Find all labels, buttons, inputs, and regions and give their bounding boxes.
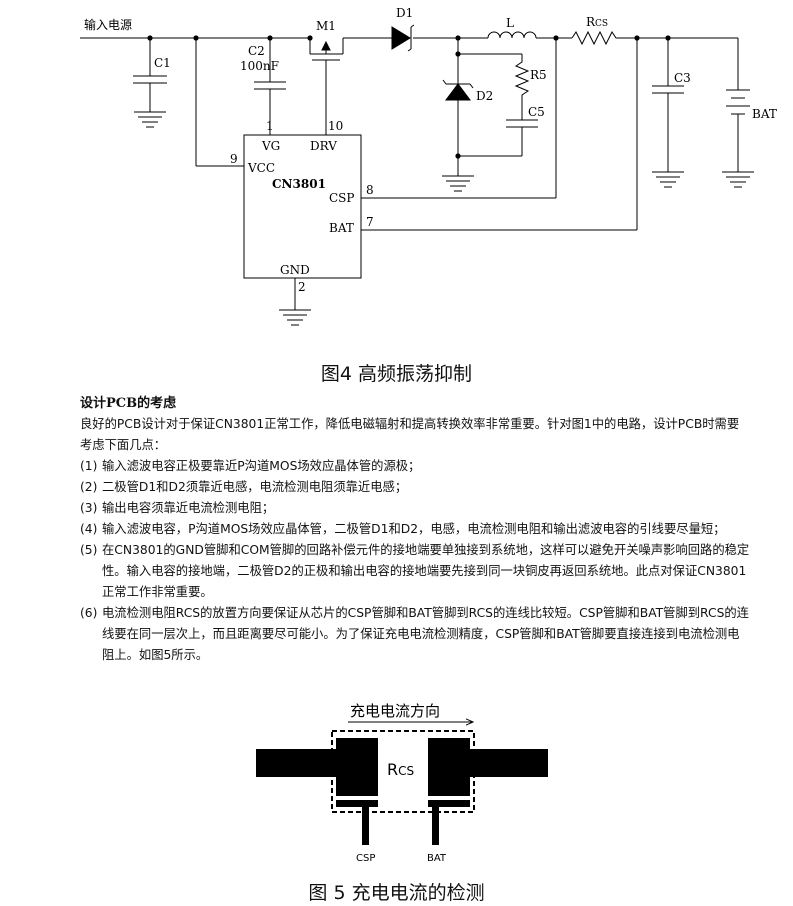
label-c5: C5 xyxy=(528,105,545,119)
bat-label: BAT xyxy=(427,853,447,864)
pin-csp: CSP xyxy=(329,191,354,205)
list-item: (3) 输出电容须靠近电流检测电阻； xyxy=(80,498,750,519)
pin-8: 8 xyxy=(366,183,374,197)
right-pad xyxy=(428,738,470,796)
list-item-text: 电流检测电阻RCS的放置方向要保证从芯片的CSP管脚和BAT管脚到RCS的连线比… xyxy=(102,606,749,662)
label-rcs: RCS xyxy=(586,15,608,29)
csp-sense-trace xyxy=(362,807,369,845)
label-d1: D1 xyxy=(396,6,413,20)
label-c3: C3 xyxy=(674,71,691,85)
list-item-text: 在CN3801的GND管脚和COM管脚的回路补偿元件的接地端要单独接到系统地，这… xyxy=(102,543,750,599)
left-pad xyxy=(336,738,378,796)
list-item: (2) 二极管D1和D2须靠近电感，电流检测电阻须靠近电感； xyxy=(80,477,750,498)
label-c2: C2 xyxy=(248,44,265,58)
label-c2-value: 100nF xyxy=(240,59,279,73)
label-battery: BAT xyxy=(752,107,777,121)
list-item-number: (3) xyxy=(80,501,98,515)
pin-1: 1 xyxy=(266,119,274,133)
list-item: (6) 电流检测电阻RCS的放置方向要保证从芯片的CSP管脚和BAT管脚到RCS的… xyxy=(80,603,750,666)
pin-drv: DRV xyxy=(310,139,337,153)
list-item: (1) 输入滤波电容正极要靠近P沟道MOS场效应晶体管的源极； xyxy=(80,456,750,477)
list-item-text: 输入滤波电容正极要靠近P沟道MOS场效应晶体管的源极； xyxy=(102,459,421,473)
csp-label: CSP xyxy=(356,853,375,864)
label-c1: C1 xyxy=(154,56,171,70)
pin-gnd: GND xyxy=(280,263,310,277)
list-item-text: 输出电容须靠近电流检测电阻； xyxy=(102,501,275,515)
list-item: (4) 输入滤波电容，P沟道MOS场效应晶体管，二极管D1和D2，电感，电流检测电… xyxy=(80,519,750,540)
rcs-label: RCS xyxy=(387,760,414,779)
list-item-number: (2) xyxy=(80,480,98,494)
list-item: (5) 在CN3801的GND管脚和COM管脚的回路补偿元件的接地端要单独接到系统… xyxy=(80,540,750,603)
label-l: L xyxy=(506,16,514,30)
pin-7: 7 xyxy=(366,215,374,229)
consideration-list: (1) 输入滤波电容正极要靠近P沟道MOS场效应晶体管的源极； (2) 二极管D1和D… xyxy=(80,456,750,666)
pin-bat: BAT xyxy=(329,221,354,235)
label-r5: R5 xyxy=(530,68,547,82)
list-item-number: (1) xyxy=(80,459,98,473)
pcb-design-section: 设计PCB的考虑 良好的PCB设计对于保证CN3801正常工作，降低电磁辐射和提… xyxy=(80,393,750,666)
pin-vg: VG xyxy=(261,139,280,153)
pin-vcc: VCC xyxy=(247,161,275,175)
list-item-text: 二极管D1和D2须靠近电感，电流检测电阻须靠近电感； xyxy=(102,480,408,494)
left-trace xyxy=(256,749,336,777)
chip-name: CN3801 xyxy=(272,177,326,191)
pin-10: 10 xyxy=(328,119,343,133)
right-trace xyxy=(470,749,548,777)
label-m1: M1 xyxy=(316,19,336,33)
list-item-text: 输入滤波电容，P沟道MOS场效应晶体管，二极管D1和D2，电感，电流检测电阻和输… xyxy=(102,522,726,536)
section-heading: 设计PCB的考虑 xyxy=(80,396,177,411)
figure-5-caption: 图 5 充电电流的检测 xyxy=(308,882,485,904)
list-item-number: (4) xyxy=(80,522,98,536)
intro-paragraph: 良好的PCB设计对于保证CN3801正常工作，降低电磁辐射和提高转换效率非常重要… xyxy=(80,417,740,452)
figure-4-caption: 图4 高频振荡抑制 xyxy=(320,363,473,385)
bat-sense-trace xyxy=(432,807,439,845)
circuit-schematic: 输入电源 C1 C2 100nF M1 D1 L RCS R5 D2 C5 C3… xyxy=(80,6,777,326)
label-d2: D2 xyxy=(476,89,493,103)
list-item-number: (6) xyxy=(80,606,98,620)
pin-9: 9 xyxy=(230,152,238,166)
charge-direction-label: 充电电流方向 xyxy=(350,702,440,720)
list-item-number: (5) xyxy=(80,543,98,557)
pin-2: 2 xyxy=(298,280,306,294)
label-input-power: 输入电源 xyxy=(84,17,132,32)
